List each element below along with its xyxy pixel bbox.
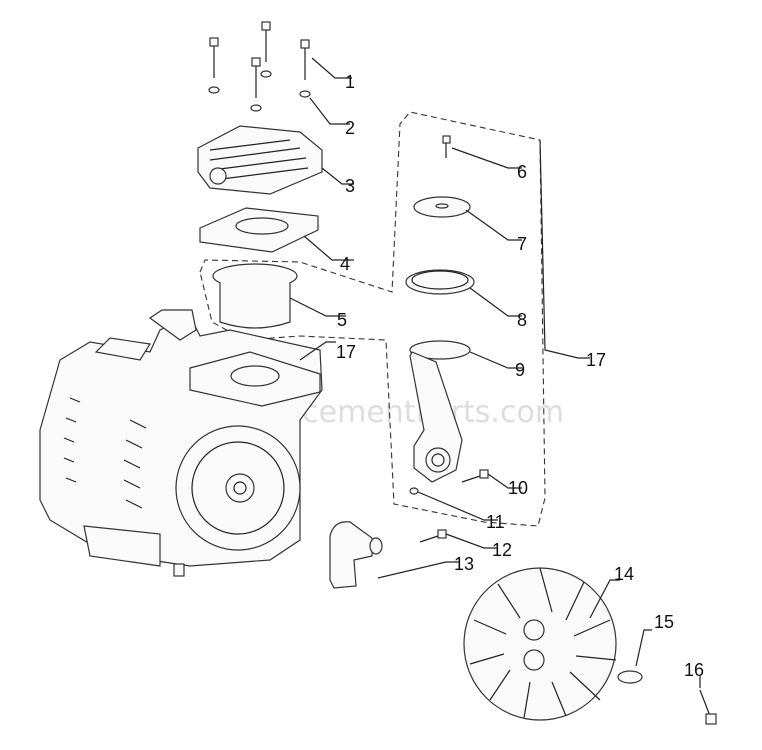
part-13-crank [329,521,383,589]
callout-4: 4 [340,254,350,274]
leader-lines [289,57,701,688]
part-14-fan [463,567,617,721]
callout-16: 16 [684,660,704,680]
part-2-washers [208,70,311,112]
callout-15: 15 [654,612,674,632]
part-15-washer [617,670,643,684]
callout-5: 5 [337,310,347,330]
callout-6: 6 [517,162,527,182]
part-1-screws [209,21,310,98]
part-12-screw [419,529,447,543]
part-3-cylinder-head [197,125,323,195]
callout-8: 8 [517,310,527,330]
callout-7: 7 [517,234,527,254]
callout-1: 1 [345,72,355,92]
callout-2: 2 [345,118,355,138]
part-7-piston-cap [413,196,471,218]
callout-numbers: 1 2 3 4 5 6 7 8 9 10 11 12 13 14 15 16 1… [336,72,704,680]
callout-10: 10 [508,478,528,498]
motor-crankcase-assembly [39,309,323,577]
part-11-washer [409,487,419,495]
callout-12: 12 [492,540,512,560]
callout-3: 3 [345,176,355,196]
callout-17-left: 17 [336,342,356,362]
part-9-connecting-rod [409,340,471,483]
part-6-screw [442,135,451,158]
callout-11: 11 [486,512,505,532]
part-16-bolt [699,689,717,725]
callout-13: 13 [454,554,474,574]
callout-14: 14 [614,564,634,584]
callout-17-right: 17 [586,350,606,370]
part-8-piston-ring [405,269,475,295]
part-4-valve-plate [199,207,319,253]
callout-9: 9 [515,360,525,380]
assembly-17-outline [199,111,546,527]
part-10-bolt [461,469,489,483]
part-5-cylinder-sleeve [212,263,298,329]
